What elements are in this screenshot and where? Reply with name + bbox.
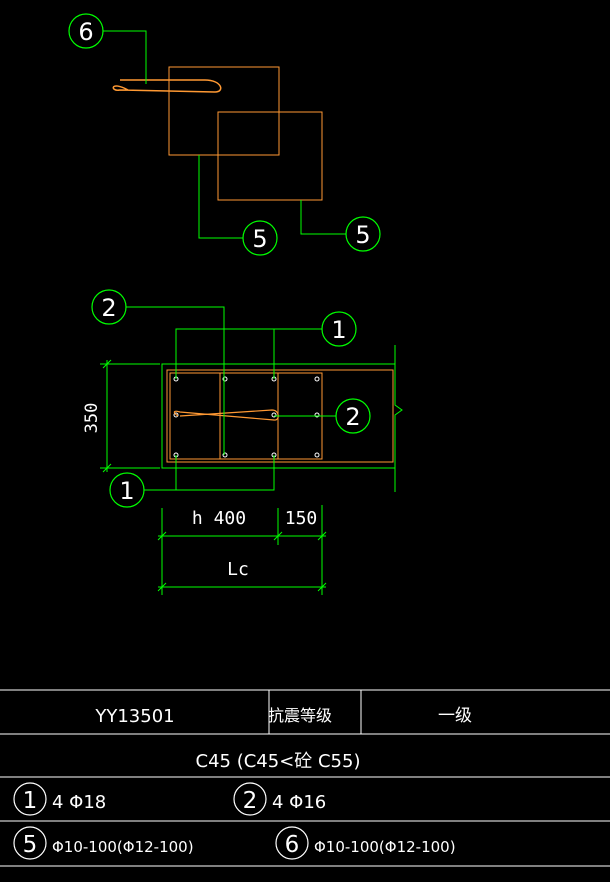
column-body — [166, 369, 394, 463]
table-rebar2-num: 2 — [243, 788, 258, 814]
section-view: 2 1 2 1 350 — [82, 289, 403, 595]
dim-lc-label: Lc — [227, 559, 249, 580]
rebar-dot — [314, 376, 320, 382]
leader-5-right — [300, 200, 346, 235]
leader-2-top — [126, 306, 225, 455]
table-rebar5-spec: Φ10-100(Φ12-100) — [52, 838, 194, 856]
leader-1-top — [175, 328, 322, 379]
dim-h — [157, 505, 327, 595]
table-circle-2 — [233, 782, 267, 816]
table-rebar6-spec: Φ10-100(Φ12-100) — [314, 838, 456, 856]
leader-1-bottom — [144, 455, 275, 491]
table-circle-5 — [13, 826, 47, 860]
section-tie — [173, 409, 279, 421]
table-concrete: C45 (C45<砼 C55) — [196, 751, 361, 772]
callout-2-right-label: 2 — [345, 403, 360, 431]
leader-6 — [103, 30, 147, 84]
leader-5-left — [198, 155, 243, 239]
rebar-dot — [222, 376, 228, 382]
dim-height-label: 350 — [82, 403, 102, 434]
wall-outline — [161, 363, 395, 469]
callout-6-label: 6 — [78, 18, 93, 46]
rebar-dot — [222, 452, 228, 458]
table-rebar6-num: 6 — [285, 832, 300, 858]
callout-circle-5-right — [345, 216, 381, 252]
table-circle-6 — [275, 826, 309, 860]
break-line — [394, 345, 403, 492]
callout-5-right-label: 5 — [355, 221, 370, 249]
tie-bar — [112, 79, 222, 93]
callout-1-top-label: 1 — [331, 316, 346, 344]
rebar-dots — [173, 376, 320, 458]
hoop-square-left — [168, 66, 280, 156]
rebar-dot — [271, 412, 277, 418]
spec-table: YY13501 抗震等级 一级 C45 (C45<砼 C55) 1 4 Φ18 … — [0, 689, 610, 867]
callout-1-bottom-label: 1 — [119, 477, 134, 505]
callout-2-top-label: 2 — [101, 294, 116, 322]
table-circle-1 — [13, 782, 47, 816]
table-grade-value: 一级 — [438, 706, 472, 726]
table-rebar5-num: 5 — [23, 832, 38, 858]
table-code: YY13501 — [94, 706, 174, 727]
dim-ext-label: 150 — [285, 508, 318, 529]
callout-circle-5-left — [242, 220, 278, 256]
table-rebar1-spec: 4 Φ18 — [52, 792, 106, 813]
table-grade-label: 抗震等级 — [268, 706, 332, 725]
rebar-dot — [314, 452, 320, 458]
rebar-dot — [173, 412, 179, 418]
dim-height — [100, 359, 160, 473]
table-rebar2-spec: 4 Φ16 — [272, 792, 326, 813]
rebar-dot — [314, 412, 320, 418]
hoop-square-right — [217, 111, 323, 201]
callout-5-left-label: 5 — [252, 225, 267, 253]
table-rebar1-num: 1 — [23, 788, 38, 814]
dim-h-label: h 400 — [192, 508, 246, 529]
plan-view: 6 5 5 — [68, 13, 381, 256]
